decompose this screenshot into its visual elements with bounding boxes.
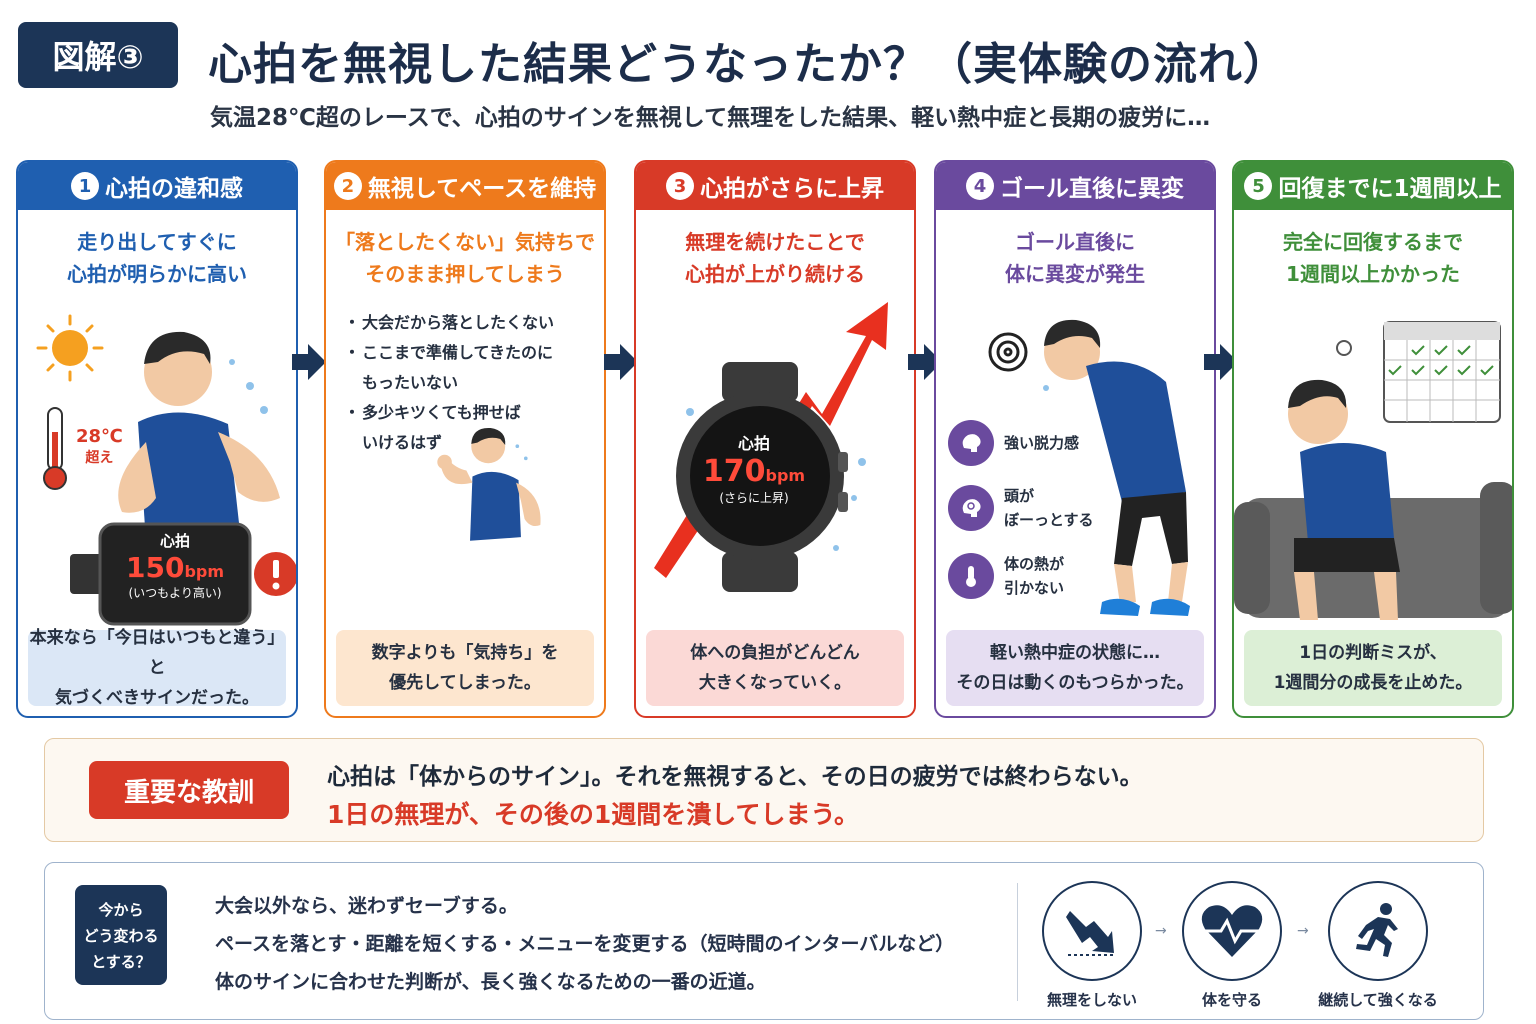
thermometer-icon bbox=[948, 553, 994, 599]
watch-display-3: 心拍 170bpm (さらに上昇) bbox=[702, 434, 806, 505]
arrow-right-icon bbox=[604, 344, 638, 380]
heart-pulse-icon bbox=[1201, 905, 1263, 957]
step-number-1: 1 bbox=[71, 172, 99, 200]
watch-170-icon bbox=[676, 362, 848, 592]
runner-figure bbox=[118, 331, 280, 542]
step-lead-5: 完全に回復するまで 1週間以上かかった bbox=[1283, 230, 1463, 286]
trend-down-icon bbox=[1066, 911, 1116, 956]
brain-icon bbox=[948, 420, 994, 466]
running-person-icon bbox=[1356, 903, 1398, 957]
page-title: 心拍を無視した結果どうなったか？（実体験の流れ） bbox=[208, 39, 1288, 90]
head-spiral-icon bbox=[948, 485, 994, 531]
lesson-box: 重要な教訓 心拍は「体からのサイン」。それを無視すると、その日の疲労では終わらな… bbox=[44, 738, 1484, 842]
step-foot-3: 体への負担がどんどん 大きくなっていく。 bbox=[646, 630, 904, 706]
step-header-1: 1 心拍の違和感 bbox=[18, 162, 296, 210]
step-foot-1: 本来なら「今日はいつもと違う」と 気づくべきサインだった。 bbox=[28, 628, 286, 708]
lightbulb-icon: 今から どう変わる とする？ bbox=[75, 885, 167, 985]
header: 図解③ 心拍を無視した結果どうなったか？（実体験の流れ） bbox=[18, 18, 1518, 98]
rising-arrow-icon bbox=[654, 302, 888, 578]
step-number-4: 4 bbox=[966, 172, 994, 200]
temp-label: 28℃ 超え bbox=[76, 426, 123, 466]
step-card-2: 2 無視してペースを維持 「落としたくない」気持ちで そのまま押してしまう 大会… bbox=[324, 160, 606, 718]
rising-heart-rate-illustration bbox=[654, 302, 888, 592]
step-card-3: 3 心拍がさらに上昇 無理を続けたことで 心拍が上がり続ける 心拍 170bpm… bbox=[634, 160, 916, 718]
step-lead-2: 「落としたくない」気持ちで そのまま押してしまう bbox=[335, 230, 595, 286]
step-header-5: 5 回復までに1週間以上 bbox=[1234, 162, 1512, 210]
thermometer-icon bbox=[43, 407, 67, 490]
symptom-heat: 体の熱が引かない bbox=[948, 552, 1064, 600]
flow-step-grow-stronger: 継続して強くなる bbox=[1313, 881, 1443, 1010]
arrow-right-icon bbox=[908, 344, 942, 380]
step-foot-5: 1日の判断ミスが、 1週間分の成長を止めた。 bbox=[1244, 630, 1502, 706]
exhausted-runner-illustration bbox=[988, 319, 1190, 616]
step-number-5: 5 bbox=[1244, 172, 1273, 200]
flow-step-no-overexertion: 無理をしない bbox=[1027, 881, 1157, 1010]
determined-runner-illustration bbox=[437, 427, 541, 541]
advice-box: 今から どう変わる とする？ 大会以外なら、迷わずセーブする。 ペースを落とす・… bbox=[44, 862, 1484, 1020]
step-lead-1: 走り出してすぐに 心拍が明らかに高い bbox=[67, 230, 247, 286]
symptom-weakness: 強い脱力感 bbox=[948, 420, 1079, 466]
step-header-4: 4 ゴール直後に異変 bbox=[936, 162, 1214, 210]
step-header-3: 3 心拍がさらに上昇 bbox=[636, 162, 914, 210]
runner-illustration bbox=[36, 314, 296, 626]
small-arrow-icon: → bbox=[1297, 923, 1309, 939]
step-lead-4: ゴール直後に 体に異変が発生 bbox=[1005, 230, 1145, 286]
step-foot-2: 数字よりも「気持ち」を 優先してしまった。 bbox=[336, 630, 594, 706]
step-title-1: 心拍の違和感 bbox=[105, 176, 243, 202]
dizzy-swirl-icon bbox=[988, 332, 1028, 372]
step-title-2: 無視してペースを維持 bbox=[367, 176, 597, 202]
sun-icon bbox=[36, 314, 104, 382]
lesson-line-2: 1日の無理が、その後の1週間を潰してしまう。 bbox=[327, 800, 860, 829]
divider bbox=[1017, 883, 1018, 1001]
step-foot-4: 軽い熱中症の状態に… その日は動くのもつらかった。 bbox=[946, 630, 1204, 706]
step-card-5: 5 回復までに1週間以上 完全に回復するまで 1週間以上かかった bbox=[1232, 160, 1514, 718]
resting-on-sofa-illustration bbox=[1234, 321, 1512, 620]
page-subtitle: 気温28℃超のレースで、心拍のサインを無視して無理をした結果、軽い熱中症と長期の… bbox=[210, 105, 1211, 131]
watch-150-icon bbox=[70, 522, 252, 626]
symptom-foggy-head: 頭がぼーっとする bbox=[948, 484, 1094, 532]
alert-icon bbox=[254, 552, 296, 596]
small-arrow-icon: → bbox=[1155, 923, 1167, 939]
flow-step-protect-body: 体を守る bbox=[1167, 881, 1297, 1010]
step-title-3: 心拍がさらに上昇 bbox=[700, 176, 884, 202]
figure-badge: 図解③ bbox=[18, 22, 178, 88]
step-number-3: 3 bbox=[666, 172, 694, 200]
lesson-line-1: 心拍は「体からのサイン」。それを無視すると、その日の疲労では終わらない。 bbox=[327, 764, 1143, 790]
calendar-icon bbox=[1383, 321, 1501, 423]
step-number-2: 2 bbox=[333, 172, 362, 200]
watch-display-1: 心拍 150bpm (いつもより高い) bbox=[125, 532, 225, 600]
step-lead-3: 無理を続けたことで 心拍が上がり続ける bbox=[685, 230, 865, 286]
step-card-1: 1 心拍の違和感 走り出してすぐに 心拍が明らかに高い bbox=[16, 160, 298, 718]
step-card-4: 4 ゴール直後に異変 ゴール直後に 体に異変が発生 強い脱力感 頭がぼーっとする… bbox=[934, 160, 1216, 718]
advice-text: 大会以外なら、迷わずセーブする。 ペースを落とす・距離を短くする・メニューを変更… bbox=[215, 895, 955, 993]
arrow-right-icon bbox=[292, 344, 326, 380]
step-header-2: 2 無視してペースを維持 bbox=[326, 162, 604, 210]
step-title-5: 回復までに1週間以上 bbox=[1278, 176, 1502, 202]
bullet-item: 大会だから落としたくない bbox=[344, 308, 554, 338]
arrow-right-icon bbox=[1204, 344, 1238, 380]
lesson-tag: 重要な教訓 bbox=[89, 761, 289, 819]
step-title-4: ゴール直後に異変 bbox=[1000, 176, 1184, 202]
